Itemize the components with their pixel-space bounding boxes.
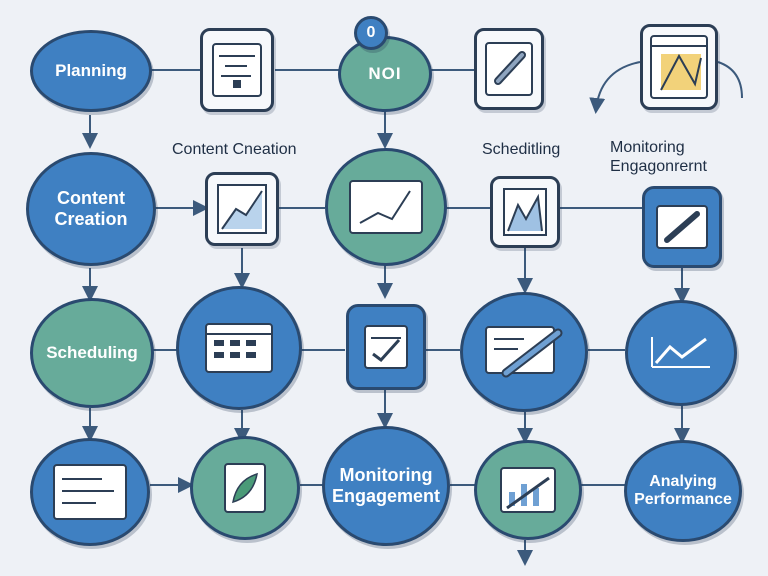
scheduling-label: Scheduling [46,343,138,363]
chart-window-tile[interactable] [640,24,718,110]
pencil-card-icon [656,205,708,249]
chart-window-icon [650,35,708,99]
monitoring-edit-tile[interactable] [642,186,722,268]
pen-document-icon [485,42,533,96]
monitoring-engagement-label: Monitoring Engagement [331,465,441,506]
content-creation-node[interactable]: Content Creation [26,152,156,266]
planning-label: Planning [55,61,127,81]
line-chart-icon [217,184,267,234]
calendar-node[interactable] [176,286,302,410]
report-node[interactable] [30,438,150,546]
analyzing-performance-label: Analying Performance [634,472,732,508]
leaf-note-node[interactable] [190,436,300,540]
monitoring-engagement-node[interactable]: Monitoring Engagement [322,426,450,546]
schedule-chart-tile[interactable] [490,176,560,248]
top-badge: 0 [354,16,388,50]
chart-check-icon [364,325,408,369]
content-analytics-node[interactable] [325,148,447,266]
growth-chart-tile[interactable] [205,172,279,246]
document-list-icon [212,43,262,97]
content-doc-tile[interactable] [200,28,274,112]
trend-node[interactable] [625,300,737,406]
top-center-node[interactable]: NOI [338,36,432,112]
trend-board-icon [349,180,423,234]
edit-board-icon [485,326,563,378]
schedule-edit-node[interactable] [460,292,588,412]
analytics-doc-node[interactable] [474,440,582,540]
edit-doc-tile[interactable] [474,28,544,110]
area-chart-icon [503,188,547,236]
calendar-icon [205,323,273,373]
analyzing-performance-node[interactable]: Analying Performance [624,440,742,542]
scheduling-caption: Scheditling [482,141,561,158]
bar-chart-doc-icon [500,467,556,513]
content-creation-caption: Content Cneation [172,141,297,158]
check-card-tile[interactable] [346,304,426,390]
report-card-icon [53,464,127,520]
leaf-document-icon [224,463,266,513]
content-creation-label: Content Creation [54,188,128,229]
top-center-glyph: NOI [368,64,402,83]
planning-node[interactable]: Planning [30,30,152,112]
monitoring-caption: Monitoring Engagonrernt [610,139,707,176]
top-badge-text: 0 [366,24,376,41]
scheduling-node[interactable]: Scheduling [30,298,154,408]
trend-line-icon [651,337,710,368]
